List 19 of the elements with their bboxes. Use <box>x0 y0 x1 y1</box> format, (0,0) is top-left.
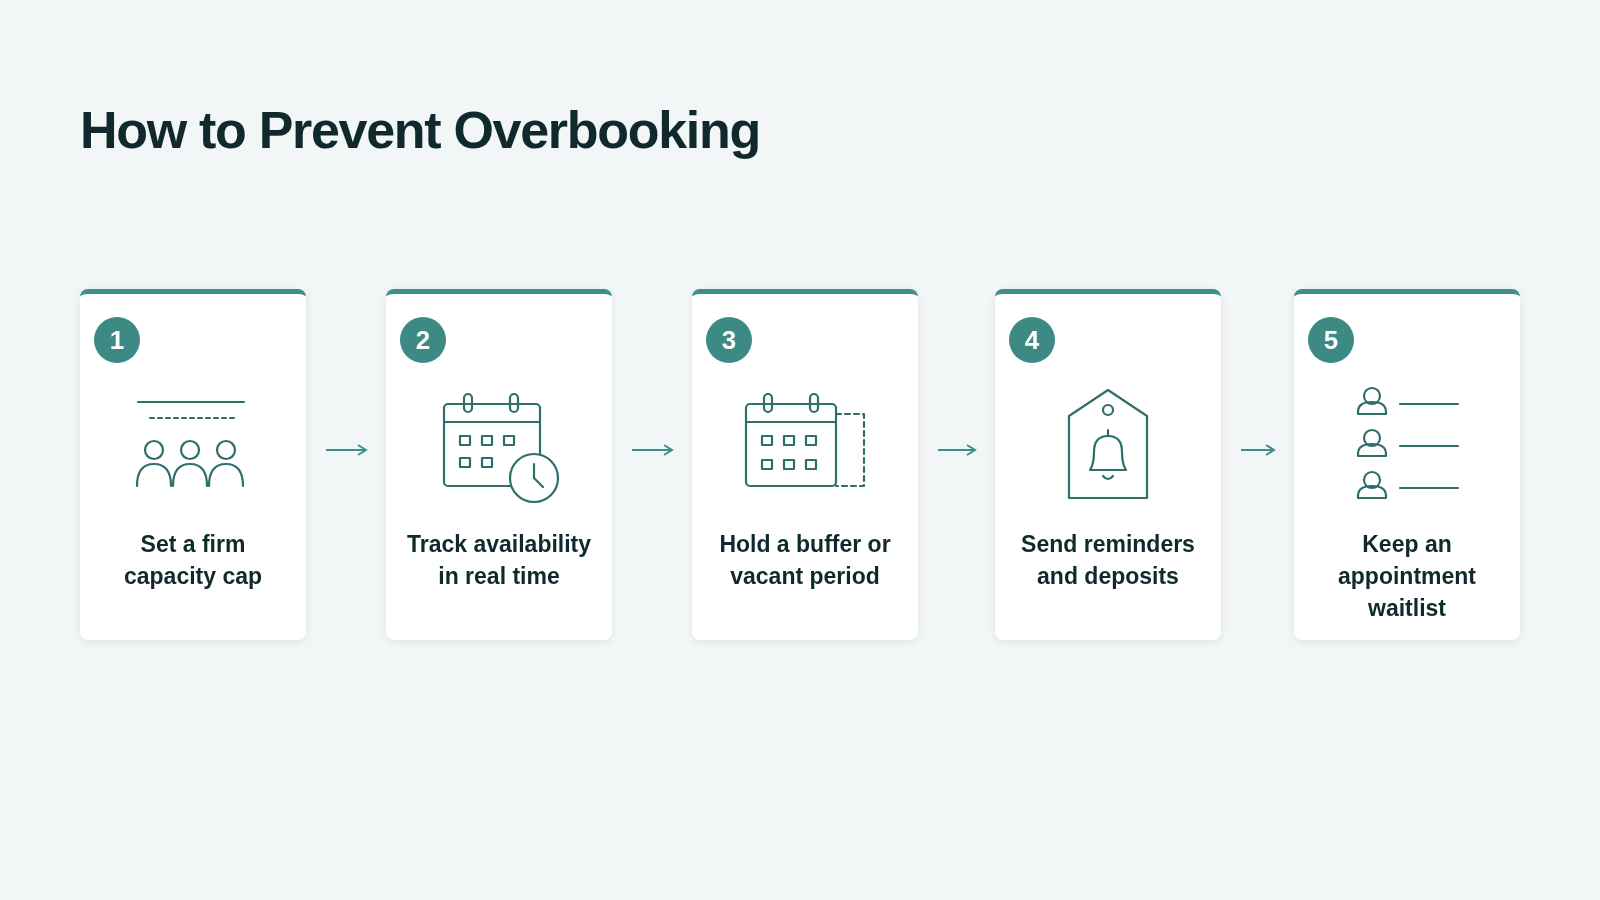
step-number: 4 <box>1009 317 1055 363</box>
step-label: Send reminders and deposits <box>1020 530 1196 591</box>
step-label: Hold a buffer or vacant period <box>718 530 892 591</box>
arrow <box>1240 444 1275 456</box>
arrow <box>937 444 976 456</box>
step-label: Keep an appointment waitlist <box>1337 530 1477 623</box>
step-card <box>692 289 918 640</box>
step-label: Track availability in real time <box>405 530 593 591</box>
step-card <box>386 289 612 640</box>
step-number: 3 <box>706 317 752 363</box>
step-label: Set a firm capacity cap <box>122 530 264 591</box>
step-number: 1 <box>94 317 140 363</box>
step-card <box>80 289 306 640</box>
arrow <box>631 444 673 456</box>
step-number: 5 <box>1308 317 1354 363</box>
step-card <box>995 289 1221 640</box>
step-card <box>1294 289 1520 640</box>
arrow <box>325 444 367 456</box>
step-number: 2 <box>400 317 446 363</box>
